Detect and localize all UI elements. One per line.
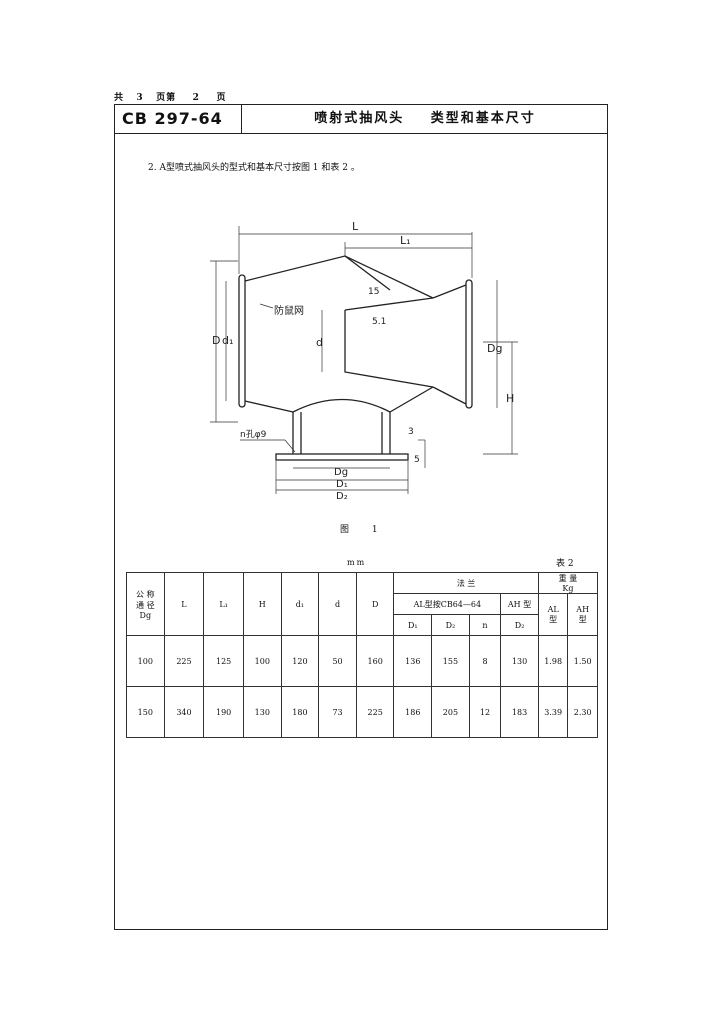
label-mesh: 防鼠网 bbox=[274, 304, 304, 317]
right-cone bbox=[432, 284, 467, 405]
table-row: 100 225 125 100 120 50 160 136 155 8 130… bbox=[126, 635, 598, 687]
header-L: L bbox=[163, 572, 205, 636]
title-part1: 喷射式抽风头 bbox=[314, 111, 405, 126]
header-D2b: D₂ bbox=[500, 614, 539, 636]
body-bottom-edge bbox=[244, 386, 434, 413]
header-nominal: 公 称 通 径 Dg bbox=[126, 572, 165, 636]
label-d1: d₁ bbox=[222, 334, 233, 347]
label-Dg-right: Dg bbox=[487, 342, 502, 355]
label-holes: n孔φ9 bbox=[240, 429, 267, 440]
cone-top bbox=[344, 297, 434, 311]
table-row: 150 340 190 130 180 73 225 186 205 12 18… bbox=[126, 686, 598, 738]
body-bottom-curve bbox=[292, 398, 391, 413]
dimension-table: 公 称 通 径 Dg L L₁ H d₁ d D 法 兰 重 量 Kg AL型按… bbox=[126, 572, 599, 738]
label-3: 3 bbox=[408, 427, 414, 437]
figure-caption: 图 1 bbox=[340, 525, 388, 535]
header-al-flange: AL型按CB64—64 bbox=[393, 593, 502, 615]
header-al-type: AL 型 bbox=[537, 593, 569, 636]
right-flange bbox=[465, 279, 473, 409]
header-ah-type: AH 型 bbox=[567, 593, 598, 636]
header-n: n bbox=[468, 614, 502, 636]
body-top-edge bbox=[244, 255, 434, 299]
header-d: d bbox=[318, 572, 357, 636]
standard-code: CB 297-64 bbox=[114, 104, 242, 134]
header-row bbox=[114, 104, 608, 134]
header-L1: L₁ bbox=[203, 572, 244, 636]
header-D2: D₂ bbox=[431, 614, 470, 636]
title-part2: 类型和基本尺寸 bbox=[430, 111, 536, 126]
header-H: H bbox=[242, 572, 282, 636]
left-flange bbox=[238, 274, 246, 408]
header-flange: 法 兰 bbox=[393, 572, 539, 594]
label-d: d bbox=[316, 336, 323, 349]
page-suffix: 页 bbox=[216, 93, 227, 103]
header-d1: d₁ bbox=[280, 572, 320, 636]
page-current: 2 bbox=[192, 93, 200, 103]
label-5: 5 bbox=[414, 455, 420, 465]
label-D2: D₂ bbox=[336, 491, 348, 502]
header-ah-flange: AH 型 bbox=[500, 593, 539, 615]
label-5p1: 5.1 bbox=[372, 317, 386, 327]
header-weight: 重 量 Kg bbox=[537, 572, 599, 594]
bottom-flange bbox=[275, 453, 409, 461]
page-frame bbox=[114, 104, 608, 930]
header-D1: D₁ bbox=[393, 614, 433, 636]
bottom-pipe bbox=[292, 412, 391, 454]
page-total: 3 bbox=[136, 93, 144, 103]
label-Dg-bottom: Dg bbox=[334, 467, 348, 478]
table-unit: mm bbox=[347, 558, 367, 567]
upper-cone-line bbox=[344, 255, 391, 291]
label-L1: L₁ bbox=[400, 234, 411, 247]
page-label: 页第 bbox=[156, 93, 177, 103]
header-D: D bbox=[355, 572, 395, 636]
cone-bottom bbox=[344, 310, 434, 388]
intro-text: 2. A型喷式抽风头的型式和基本尺寸按图 1 和表 2 。 bbox=[148, 163, 360, 173]
label-D1: D₁ bbox=[336, 479, 348, 490]
table-number: 表 2 bbox=[556, 559, 574, 569]
label-H: H bbox=[506, 392, 514, 405]
page-total-label: 共 bbox=[114, 93, 125, 103]
label-15: 15 bbox=[368, 287, 379, 297]
label-D: D bbox=[212, 334, 220, 347]
technical-drawing: L L₁ D d₁ d Dg H 防鼠网 n孔φ9 15 5.1 3 5 Dg … bbox=[210, 220, 518, 502]
page-info: 共 3 页第 2 页 bbox=[114, 90, 226, 103]
label-L: L bbox=[352, 220, 359, 233]
page-title: 喷射式抽风头 类型和基本尺寸 bbox=[242, 104, 608, 134]
